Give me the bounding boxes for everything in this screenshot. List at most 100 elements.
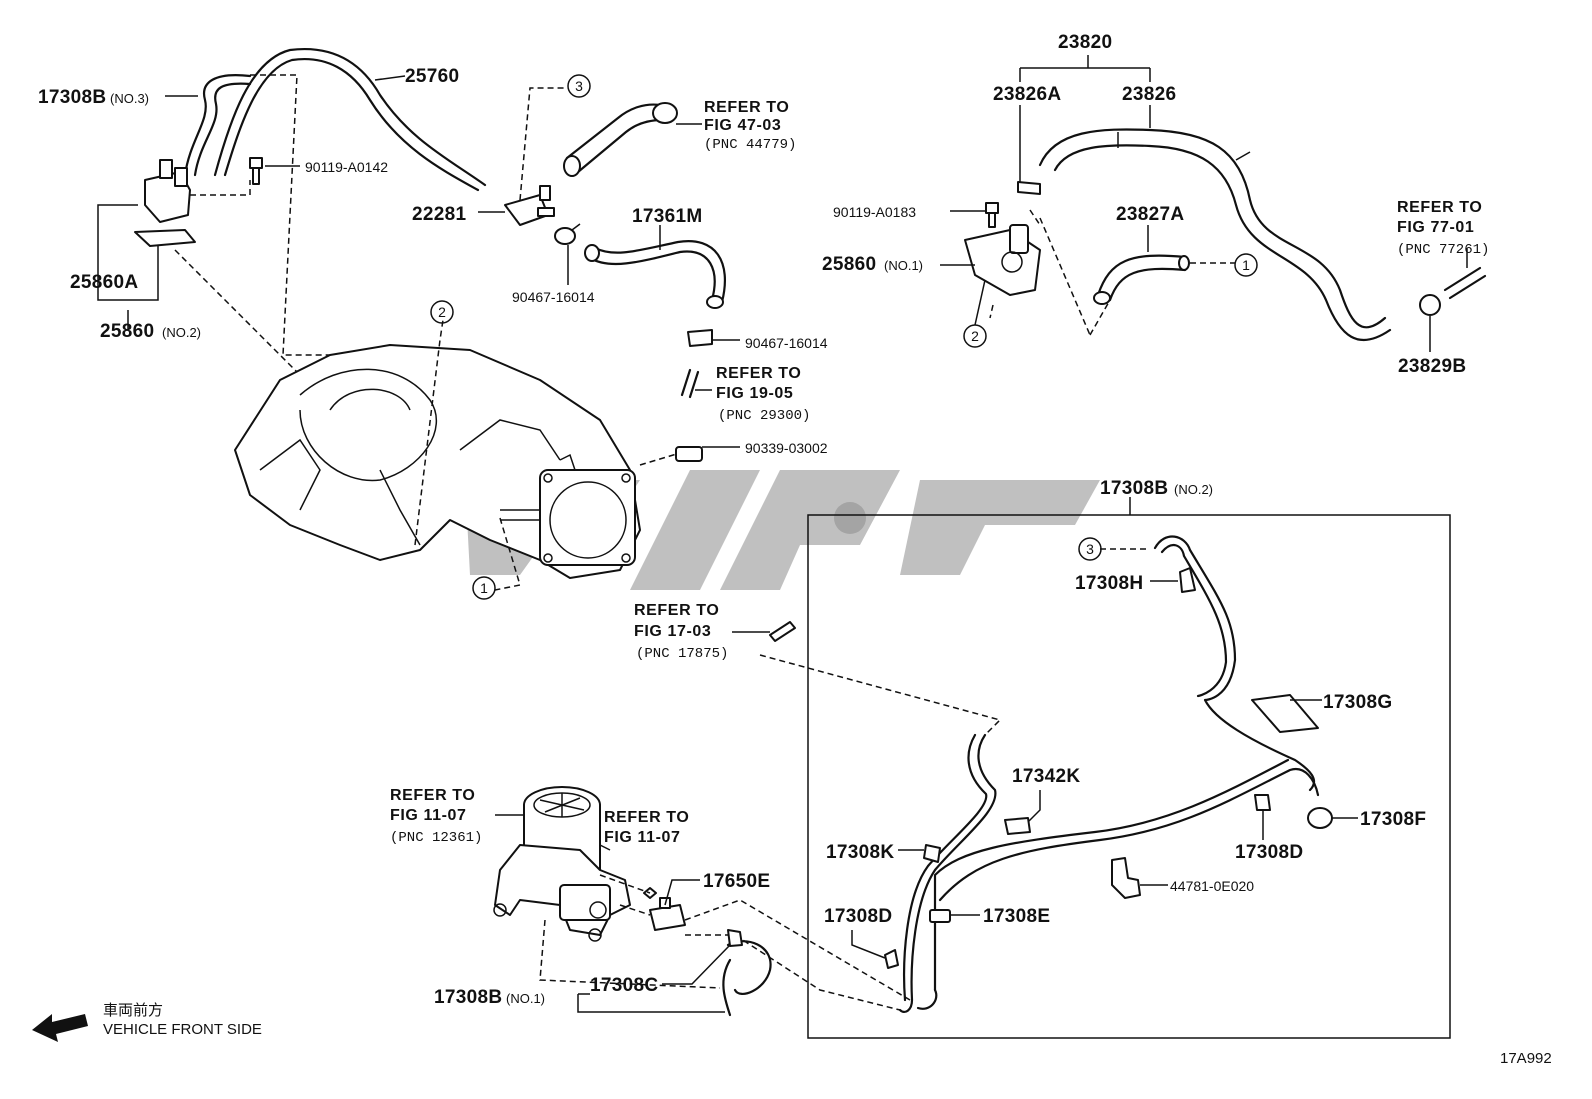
label-44781-0e020: 44781-0E020 bbox=[1170, 878, 1254, 894]
hose-23826 bbox=[1038, 128, 1392, 341]
clip-17342k bbox=[1004, 817, 1031, 835]
label-no1-a: (NO.1) bbox=[884, 258, 923, 273]
ref-fig-77-01: REFER TO FIG 77-01 (PNC 77261) bbox=[1397, 199, 1489, 258]
callout-1-right: 1 bbox=[1234, 253, 1258, 277]
hose-17308b-no2 bbox=[898, 535, 1320, 1014]
svg-text:FIG 11-07: FIG 11-07 bbox=[390, 807, 467, 824]
svg-text:FIG 47-03: FIG 47-03 bbox=[704, 117, 781, 134]
ref-fig-19-05: REFER TO FIG 19-05 (PNC 29300) bbox=[716, 365, 810, 424]
svg-text:(PNC 77261): (PNC 77261) bbox=[1397, 242, 1489, 258]
bracket-17308g bbox=[1251, 694, 1319, 733]
vsv-25860-no1 bbox=[964, 224, 1041, 296]
hose-23827a bbox=[1093, 254, 1190, 305]
label-23827a: 23827A bbox=[1116, 204, 1184, 225]
bolt-90119-a0142 bbox=[249, 157, 263, 185]
label-no2: (NO.2) bbox=[162, 325, 201, 340]
svg-text:REFER TO: REFER TO bbox=[1397, 199, 1482, 216]
label-no1-b: (NO.1) bbox=[506, 991, 545, 1006]
label-17650e: 17650E bbox=[703, 871, 770, 892]
label-90339-03002: 90339-03002 bbox=[745, 440, 828, 456]
label-90467-16014-b: 90467-16014 bbox=[745, 335, 828, 351]
clip-17308c bbox=[727, 929, 743, 947]
callout-2-right: 2 bbox=[963, 324, 987, 348]
arrow-left-icon bbox=[32, 1014, 88, 1042]
clip-17308h bbox=[1179, 567, 1196, 593]
elbow-hose-4703 bbox=[563, 102, 678, 177]
svg-text:REFER TO: REFER TO bbox=[704, 99, 789, 116]
label-25760: 25760 bbox=[405, 66, 459, 87]
label-17308g: 17308G bbox=[1323, 692, 1392, 713]
intake-manifold bbox=[234, 344, 641, 579]
svg-text:(PNC 17875): (PNC 17875) bbox=[636, 646, 728, 662]
plug-90339 bbox=[675, 446, 703, 462]
label-17308f: 17308F bbox=[1360, 809, 1426, 830]
clamp-90467-b bbox=[687, 329, 713, 347]
label-23826a: 23826A bbox=[993, 84, 1061, 105]
svg-text:1: 1 bbox=[480, 580, 488, 596]
svg-text:FIG 77-01: FIG 77-01 bbox=[1397, 219, 1474, 236]
charcoal-canister bbox=[493, 786, 631, 942]
label-25860-no2: 25860 bbox=[100, 321, 154, 342]
svg-text:REFER TO: REFER TO bbox=[604, 809, 689, 826]
label-17308d-b: 17308D bbox=[824, 906, 892, 927]
label-90119-a0142: 90119-A0142 bbox=[305, 159, 388, 175]
label-23820: 23820 bbox=[1058, 32, 1112, 53]
label-17308d-a: 17308D bbox=[1235, 842, 1303, 863]
direction-label-en: VEHICLE FRONT SIDE bbox=[103, 1021, 262, 1038]
svg-text:1: 1 bbox=[1242, 257, 1250, 273]
label-no2-b: (NO.2) bbox=[1174, 482, 1213, 497]
label-90119-a0183: 90119-A0183 bbox=[833, 204, 916, 220]
svg-text:REFER TO: REFER TO bbox=[390, 787, 475, 804]
hose-25760 bbox=[213, 48, 487, 192]
svg-text:(PNC 44779): (PNC 44779) bbox=[704, 137, 796, 153]
label-17308b-no2: 17308B bbox=[1100, 478, 1168, 499]
hose-17308b-no1 bbox=[722, 940, 772, 1017]
svg-text:2: 2 bbox=[438, 304, 446, 320]
label-22281: 22281 bbox=[412, 204, 466, 225]
ref-fig-11-07-b: REFER TO FIG 11-07 bbox=[604, 809, 689, 846]
label-17308b-no1: 17308B bbox=[434, 987, 502, 1008]
direction-label-cn: 車両前方 bbox=[103, 1001, 163, 1019]
vehicle-front-indicator: 車両前方 VEHICLE FRONT SIDE bbox=[32, 1001, 262, 1042]
figure-code: 17A992 bbox=[1500, 1050, 1552, 1067]
svg-text:3: 3 bbox=[1086, 541, 1094, 557]
svg-text:3: 3 bbox=[575, 78, 583, 94]
label-17361m: 17361M bbox=[632, 206, 702, 227]
label-25860a: 25860A bbox=[70, 272, 138, 293]
label-17308c: 17308C bbox=[590, 975, 658, 996]
hose-17308b-no3 bbox=[183, 74, 252, 177]
clip-17308k bbox=[923, 844, 941, 863]
clip-17308d-b bbox=[884, 949, 899, 969]
vsv-25860a bbox=[144, 159, 191, 223]
clamp-23829b bbox=[1419, 294, 1441, 316]
label-23829b: 23829B bbox=[1398, 356, 1466, 377]
pipe-7701 bbox=[1443, 266, 1487, 300]
callout-3-box: 3 bbox=[1078, 537, 1102, 561]
clamp-23826a bbox=[1017, 181, 1041, 195]
hose-17361m bbox=[584, 240, 726, 309]
clip-17308e bbox=[929, 909, 951, 923]
svg-text:FIG 11-07: FIG 11-07 bbox=[604, 829, 681, 846]
callout-3-top: 3 bbox=[567, 74, 591, 98]
clamp-90467-a bbox=[554, 223, 581, 245]
label-17308b-no3: 17308B bbox=[38, 87, 106, 108]
bolt-1703 bbox=[769, 621, 796, 642]
label-17308k: 17308K bbox=[826, 842, 894, 863]
valve-17650e bbox=[649, 897, 686, 931]
ref-fig-11-07-a: REFER TO FIG 11-07 (PNC 12361) bbox=[390, 787, 482, 846]
callout-1-left: 1 bbox=[472, 576, 496, 600]
hose-1905 bbox=[680, 368, 700, 399]
svg-text:2: 2 bbox=[971, 328, 979, 344]
ref-fig-17-03: REFER TO FIG 17-03 (PNC 17875) bbox=[634, 602, 728, 662]
label-17308e: 17308E bbox=[983, 906, 1050, 927]
svg-text:FIG 19-05: FIG 19-05 bbox=[716, 385, 793, 402]
label-23826: 23826 bbox=[1122, 84, 1176, 105]
hose-assembly-box bbox=[807, 514, 1451, 1039]
bolt-90119-a0183 bbox=[985, 202, 999, 228]
callout-2-left: 2 bbox=[430, 300, 454, 324]
label-no3: (NO.3) bbox=[110, 91, 149, 106]
ref-fig-47-03: REFER TO FIG 47-03 (PNC 44779) bbox=[704, 99, 796, 153]
bracket-25860-no2 bbox=[134, 229, 196, 247]
